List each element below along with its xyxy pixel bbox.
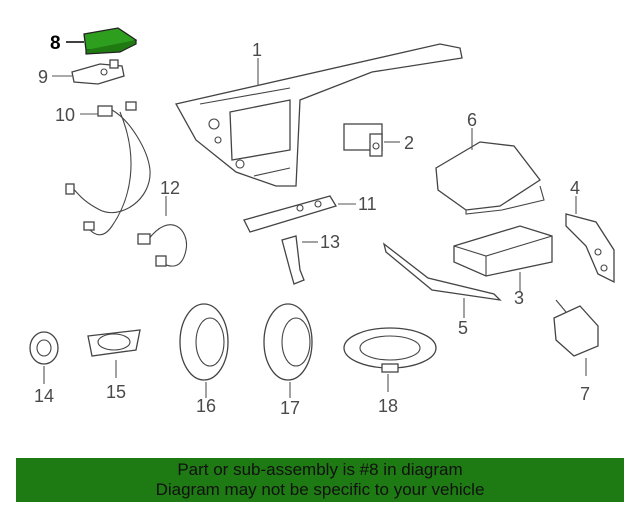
part-3-amp-unit[interactable] [453,225,553,277]
callout-8: 8 [50,33,61,54]
callout-12: 12 [160,178,180,198]
part-13-bracket[interactable] [281,235,305,285]
info-banner: Part or sub-assembly is #8 in diagram Di… [16,458,624,502]
callout-14: 14 [34,386,54,406]
banner-line-1: Part or sub-assembly is #8 in diagram [177,460,463,479]
callout-4: 4 [570,178,580,198]
part-12-cable[interactable] [137,224,188,267]
callout-1: 1 [252,40,262,60]
callout-2: 2 [404,133,414,153]
part-16-speaker[interactable] [179,303,229,381]
callout-5: 5 [458,318,468,338]
callout-10: 10 [55,105,75,125]
part-2-switch[interactable] [343,123,383,157]
callout-17: 17 [280,398,300,418]
part-14-tweeter[interactable] [29,331,59,365]
part-18-speaker[interactable] [343,327,437,373]
callout-16: 16 [196,396,216,416]
callout-15: 15 [106,382,126,402]
callout-11: 11 [358,194,377,214]
callout-9: 9 [38,67,48,87]
parts-diagram: 8 9 10 1 2 6 [29,27,615,418]
part-6-amplifier[interactable] [435,141,545,215]
part-10-harness[interactable] [65,101,151,236]
callout-7: 7 [580,384,590,404]
part-9-bracket[interactable] [71,59,125,85]
part-15-speaker[interactable] [87,329,141,357]
part-11-bracket[interactable] [243,195,337,233]
part-4-bracket[interactable] [565,213,615,284]
callout-6: 6 [467,110,477,130]
part-5-bracket[interactable] [382,242,502,301]
callout-18: 18 [378,396,398,416]
part-8-module[interactable] [83,27,138,55]
banner-line-2: Diagram may not be specific to your vehi… [155,480,485,499]
part-7-module[interactable] [553,299,599,357]
part-17-speaker[interactable] [263,303,313,381]
callout-13: 13 [320,232,340,252]
callout-3: 3 [514,288,524,308]
part-1-dash-panel[interactable] [175,43,463,187]
